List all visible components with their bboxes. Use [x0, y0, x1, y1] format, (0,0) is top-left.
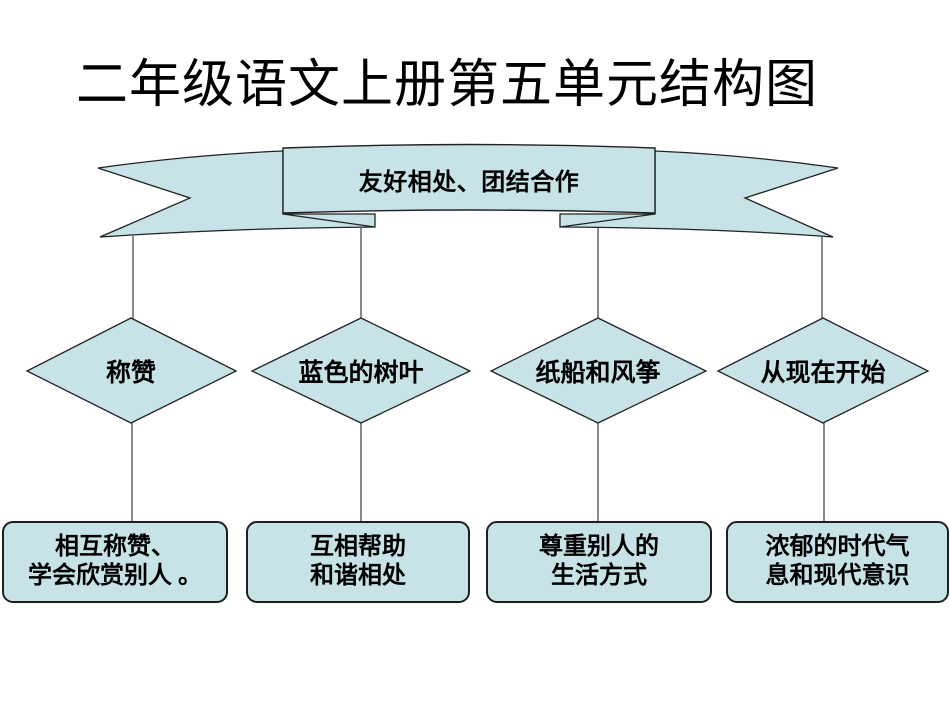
ribbon-center-panel: [282, 143, 656, 214]
theme-boxes: [2, 521, 949, 603]
ribbon-banner: [97, 143, 839, 238]
theme-box-3: [486, 521, 712, 603]
slide-title: 二年级语文上册第五单元结构图: [75, 57, 818, 114]
lesson-diamond-3: [489, 317, 708, 424]
ribbon-right-crease: [559, 213, 656, 228]
lesson-diamond-2: [250, 317, 472, 424]
lesson-diamond-1: [25, 317, 238, 424]
connectors-bottom: [131, 423, 825, 522]
lesson-diamonds: [25, 317, 930, 424]
lesson-diamond-4: [716, 317, 930, 424]
connectors-top: [132, 228, 823, 319]
theme-box-4: [726, 521, 949, 603]
ribbon-left-crease: [282, 213, 376, 228]
theme-box-2: [246, 521, 470, 603]
theme-box-1: [2, 521, 228, 603]
